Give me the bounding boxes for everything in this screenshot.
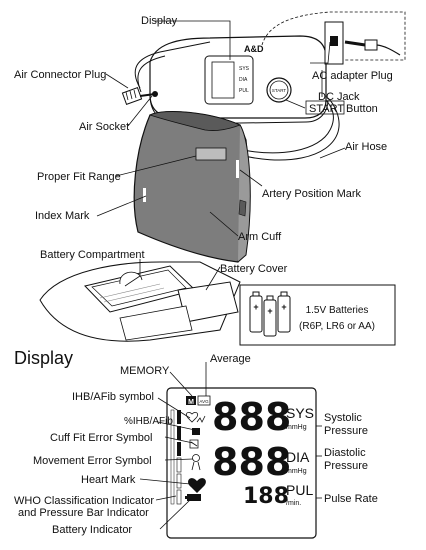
label-diastolic-line1: Diastolic xyxy=(324,447,366,459)
label-display: Display xyxy=(141,15,178,27)
pct-ihb-afib-icon xyxy=(192,428,200,435)
label-air-hose: Air Hose xyxy=(345,141,387,153)
batteries-line2: (R6P, LR6 or AA) xyxy=(299,321,375,332)
label-battery-compartment: Battery Compartment xyxy=(40,249,145,261)
dia-unit: mmHg xyxy=(286,468,307,475)
label-movement-error: Movement Error Symbol xyxy=(33,455,152,467)
label-cuff-fit-error: Cuff Fit Error Symbol xyxy=(50,432,153,444)
label-battery-indicator: Battery Indicator xyxy=(52,524,132,536)
air-hose xyxy=(229,99,334,154)
svg-text:+: + xyxy=(253,302,258,312)
label-memory: MEMORY xyxy=(120,365,170,377)
label-ihb-afib-symbol: IHB/AFib symbol xyxy=(72,391,154,403)
battery-indicator-icon xyxy=(187,494,201,501)
label-air-connector-plug: Air Connector Plug xyxy=(14,69,106,81)
svg-text:M: M xyxy=(188,399,194,406)
pul-unit: /min. xyxy=(286,500,301,507)
svg-text:+: + xyxy=(281,302,286,312)
index-mark xyxy=(143,188,146,202)
label-pct-ihb-afib: %IHB/AFib xyxy=(124,416,173,427)
monitor-unit: SYS DIA PUL A&D START xyxy=(149,35,329,125)
label-who-line2: and Pressure Bar Indicator xyxy=(18,507,149,519)
pul-label: PUL xyxy=(286,482,313,498)
ihb-afib-icon xyxy=(185,411,199,423)
svg-text:+: + xyxy=(267,306,272,316)
who-classification-bar xyxy=(170,409,182,505)
label-systolic-line1: Systolic xyxy=(324,412,362,424)
device-screen xyxy=(204,55,254,105)
air-socket xyxy=(152,91,158,97)
label-battery-cover: Battery Cover xyxy=(220,263,288,275)
label-artery-position-mark: Artery Position Mark xyxy=(262,188,362,200)
ac-adapter-plug[interactable] xyxy=(364,39,378,51)
batteries-line1: 1.5V Batteries xyxy=(306,305,369,316)
average-icon xyxy=(197,395,211,406)
arm-cuff xyxy=(133,111,251,263)
heart-mark-icon xyxy=(188,478,206,493)
proper-fit-range-mark xyxy=(195,147,227,161)
dia-label: DIA xyxy=(286,449,310,465)
label-who-line1: WHO Classification Indicator xyxy=(14,495,154,507)
label-ac-adapter-plug: AC adapter Plug xyxy=(312,70,393,82)
lcd-screen: M AVG 888 888 188 SYS mmHg DIA mmH xyxy=(166,387,317,539)
label-start: START xyxy=(309,103,344,115)
svg-text:PUL: PUL xyxy=(239,88,249,94)
label-dc-jack: DC Jack xyxy=(318,91,360,103)
label-proper-fit-range: Proper Fit Range xyxy=(37,171,121,183)
pul-digits: 188 xyxy=(243,484,289,509)
svg-text:AVG: AVG xyxy=(199,399,209,404)
label-heart-mark: Heart Mark xyxy=(81,474,136,486)
ac-adapter-inset xyxy=(261,11,406,65)
display-labels: MEMORY Average IHB/AFib symbol %IHB/AFib… xyxy=(14,353,378,536)
label-diastolic-line2: Pressure xyxy=(324,460,368,472)
sys-unit: mmHg xyxy=(286,424,307,431)
label-average: Average xyxy=(210,353,251,365)
memory-icon xyxy=(186,396,196,405)
callout-lines xyxy=(96,20,346,291)
svg-text:SYS: SYS xyxy=(239,66,250,72)
artery-position-mark xyxy=(236,160,239,178)
display-section-title: Display xyxy=(14,348,73,368)
svg-text:START: START xyxy=(272,88,287,93)
display-callout-lines xyxy=(139,362,322,530)
sys-label: SYS xyxy=(286,405,314,421)
dia-digits: 888 xyxy=(212,440,291,484)
device-labels: Display Air Connector Plug AC adapter Pl… xyxy=(14,15,393,275)
air-connector[interactable] xyxy=(121,41,211,106)
start-button[interactable]: START xyxy=(266,77,292,103)
battery-compartment xyxy=(39,261,241,342)
svg-text:DIA: DIA xyxy=(239,77,248,83)
label-index-mark: Index Mark xyxy=(35,210,90,222)
label-arm-cuff: Arm Cuff xyxy=(238,231,282,243)
movement-error-icon xyxy=(192,454,200,462)
brand-logo: A&D xyxy=(244,44,264,54)
label-button: Button xyxy=(346,103,378,115)
sys-digits: 888 xyxy=(212,395,291,439)
label-air-socket: Air Socket xyxy=(79,121,129,133)
label-pulse-rate: Pulse Rate xyxy=(324,493,378,505)
batteries-illustration: + + + 1.5V Batteries (R6P, LR6 or AA) xyxy=(239,284,396,346)
label-systolic-line2: Pressure xyxy=(324,425,368,437)
